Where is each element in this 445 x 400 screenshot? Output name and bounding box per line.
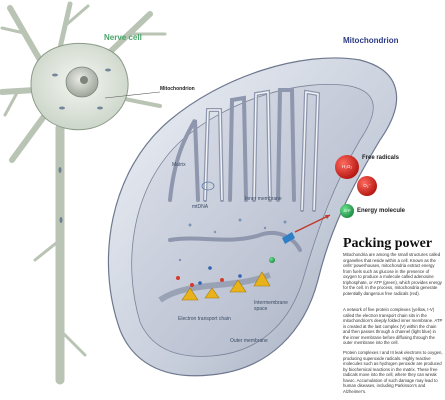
matrix-label: Matrix bbox=[172, 162, 186, 168]
free-radical-icons bbox=[335, 155, 377, 218]
nerve-cell-label: Nerve cell bbox=[104, 33, 142, 42]
o2-text: O₂⁻ bbox=[363, 183, 371, 188]
cristae-highlight bbox=[204, 91, 319, 211]
atp-molecule bbox=[340, 204, 354, 218]
h2o2-text: H₂O₂ bbox=[341, 164, 353, 169]
electron-transport-chain-label: Electron transport chain bbox=[178, 316, 231, 322]
o2-molecule bbox=[357, 176, 377, 196]
intermembrane-space-label: Intermembrane space bbox=[254, 300, 288, 312]
free-radicals-label: Free radicals bbox=[362, 155, 400, 161]
mitochondrion-callout: Mitochondrion bbox=[160, 86, 195, 92]
mitochondrion-pointer-line bbox=[104, 91, 161, 99]
release-arrow bbox=[294, 214, 331, 233]
article-paragraph-3: Protein complexes I and III leak electro… bbox=[343, 350, 443, 394]
inner-membrane-label: Inner membrane bbox=[245, 196, 282, 202]
mtdna-label: mtDNA bbox=[192, 204, 209, 210]
nerve-cell bbox=[0, 1, 167, 385]
mitochondrion bbox=[107, 57, 398, 377]
article-heading: Packing power bbox=[343, 236, 433, 251]
mtdna bbox=[201, 181, 215, 191]
electron-transport-chain bbox=[158, 232, 295, 303]
energy-molecule-label: Energy molecule bbox=[357, 208, 406, 214]
article-paragraph-2: A network of five protein complexes (yel… bbox=[343, 307, 443, 345]
h2o2-molecule bbox=[335, 155, 359, 179]
matrix-particles bbox=[178, 218, 287, 262]
article-paragraph-1: Mitochondria are among the small structu… bbox=[343, 252, 442, 296]
outer-membrane-label: Outer membrane bbox=[230, 338, 268, 344]
mitochondrion-title: Mitochondrion bbox=[343, 36, 399, 45]
atp-text: ATP bbox=[343, 209, 351, 213]
